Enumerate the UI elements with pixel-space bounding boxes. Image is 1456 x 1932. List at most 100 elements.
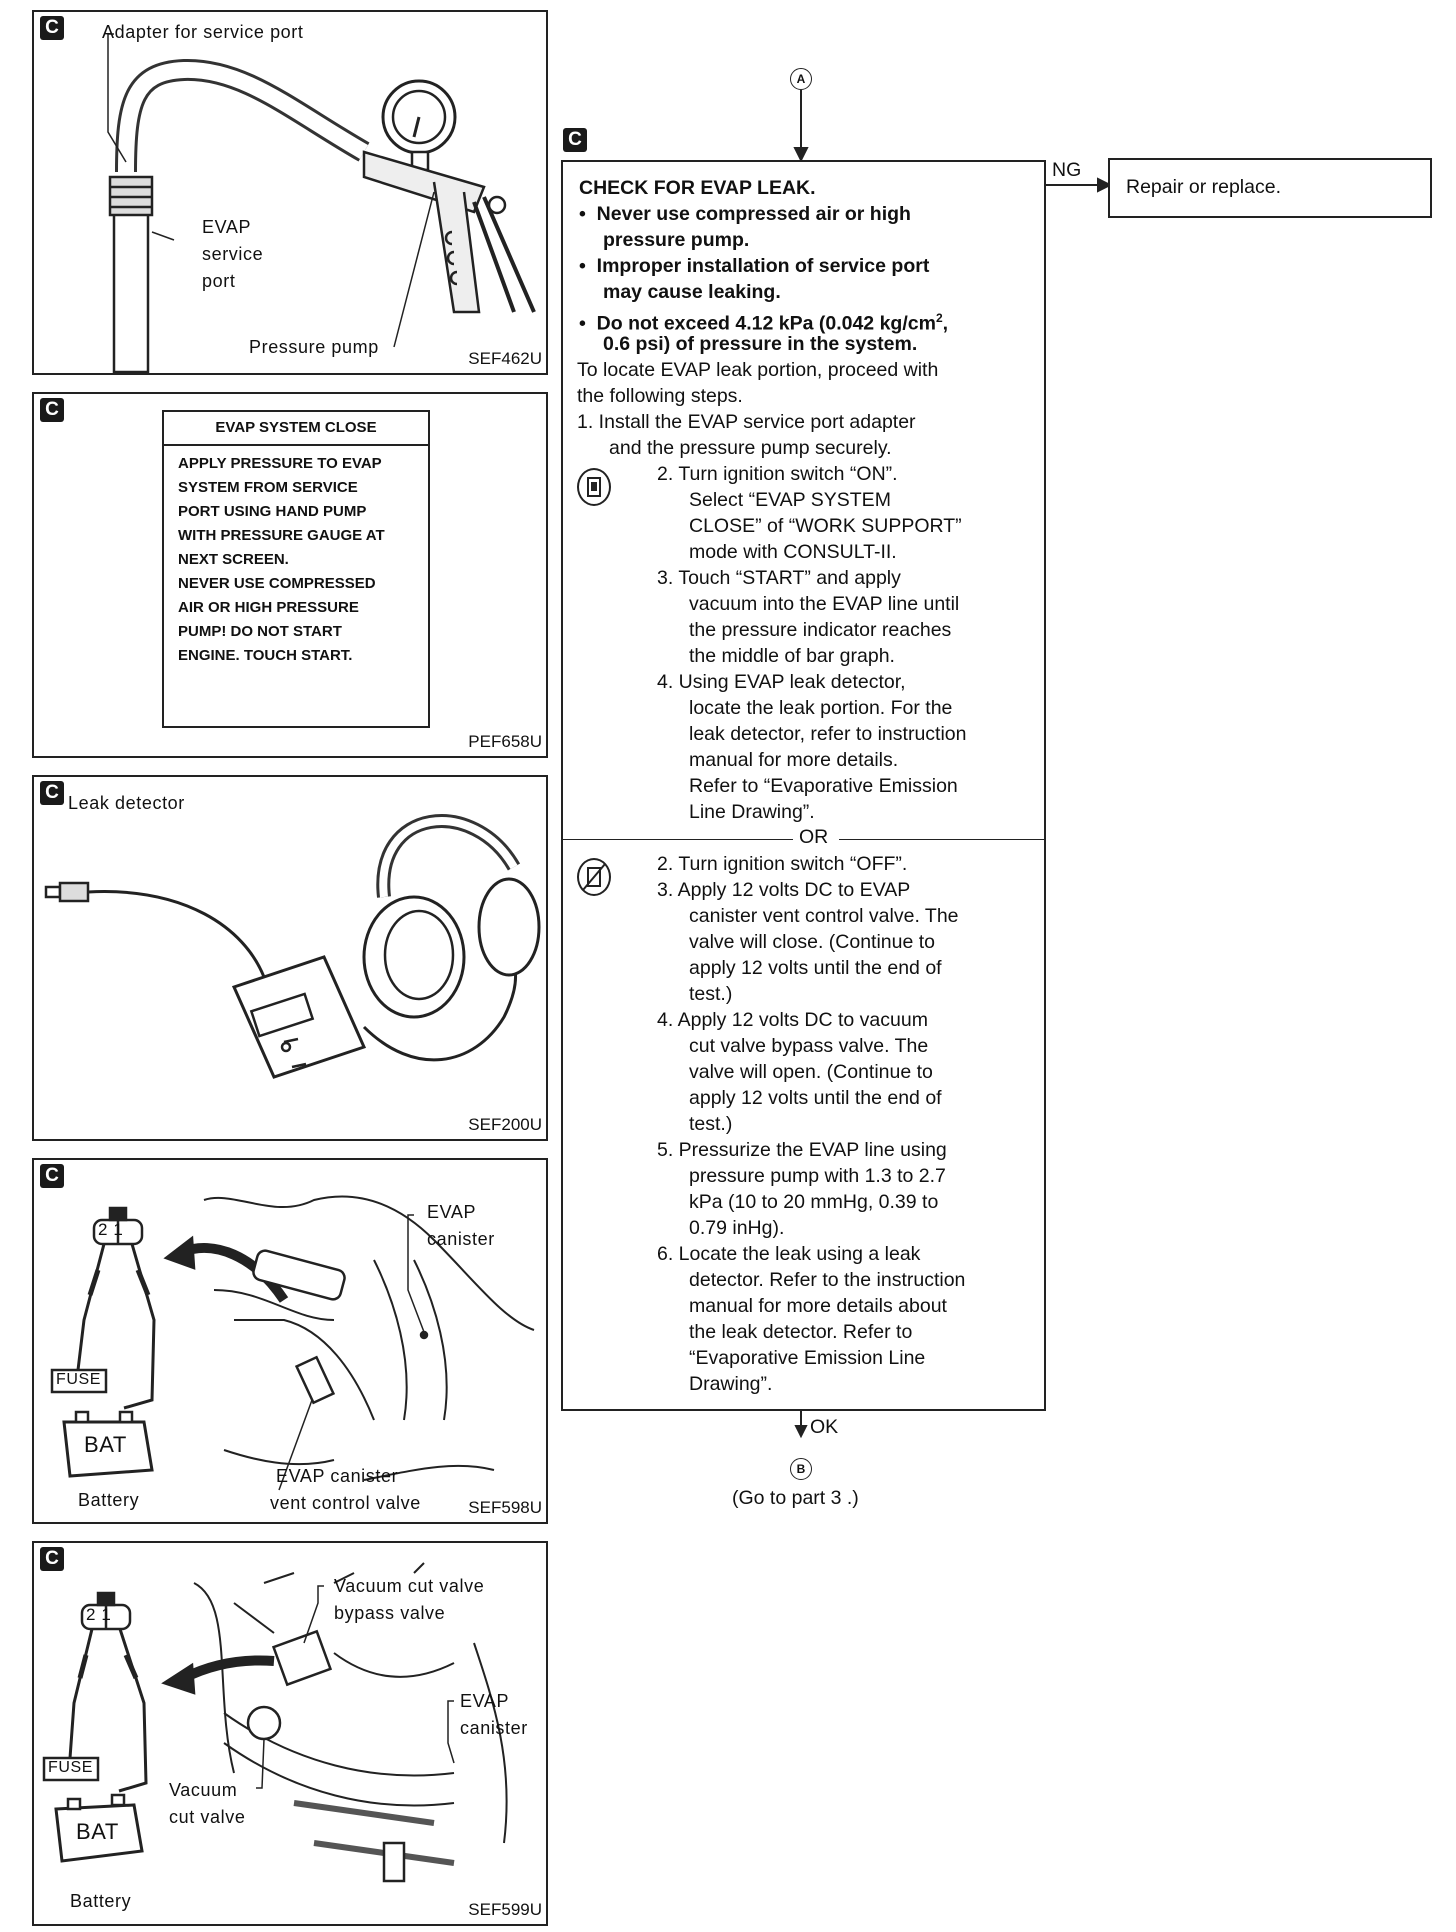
figure-code: SEF200U bbox=[468, 1115, 542, 1134]
step-1-cont: and the pressure pump securely. bbox=[609, 437, 892, 459]
section-c-badge: C bbox=[40, 1164, 64, 1188]
manual-step-4-cont: test.) bbox=[689, 1113, 733, 1135]
pressure-pump-label: Pressure pump bbox=[249, 337, 379, 357]
or-divider-right bbox=[839, 839, 1044, 840]
evap-canister-label-1: EVAP bbox=[427, 1202, 477, 1222]
illustration-consult-screen: C EVAP SYSTEM CLOSE APPLY PRESSURE TO EV… bbox=[32, 392, 548, 758]
connector-a: A bbox=[790, 68, 812, 90]
consult-step-3: 3. Touch “START” and apply bbox=[657, 567, 901, 589]
consult-step-2-cont: Select “EVAP SYSTEM bbox=[689, 489, 891, 511]
illustration-leak-detector: C Leak detector SEF200U bbox=[32, 775, 548, 1141]
consult-step-4-cont: Refer to “Evaporative Emission bbox=[689, 775, 958, 797]
ok-label: OK bbox=[810, 1416, 839, 1438]
section-c-badge: C bbox=[40, 781, 64, 805]
connector-pin-label: 2 1 bbox=[98, 1220, 124, 1239]
vent-valve-label-2: vent control valve bbox=[270, 1493, 421, 1513]
vacuum-cut-valve-label-2: cut valve bbox=[169, 1807, 246, 1827]
screen-line: PORT USING HAND PUMP bbox=[178, 503, 367, 520]
or-label: OR bbox=[799, 826, 829, 848]
manual-step-5: 5. Pressurize the EVAP line using bbox=[657, 1139, 947, 1161]
manual-step-4-cont: cut valve bypass valve. The bbox=[689, 1035, 929, 1057]
bypass-valve-label-1: Vacuum cut valve bbox=[334, 1576, 485, 1596]
manual-step-3-cont: canister vent control valve. The bbox=[689, 905, 959, 927]
manual-step-6: 6. Locate the leak using a leak bbox=[657, 1243, 921, 1265]
manual-step-3-cont: valve will close. (Continue to bbox=[689, 931, 936, 953]
consult-step-2-cont: mode with CONSULT-II. bbox=[689, 541, 897, 563]
or-divider-left bbox=[563, 839, 793, 840]
manual-step-3-cont: test.) bbox=[689, 983, 733, 1005]
evap-port-label-3: port bbox=[202, 271, 236, 291]
figure-code: SEF462U bbox=[468, 349, 542, 368]
screen-line: SYSTEM FROM SERVICE bbox=[178, 479, 358, 496]
manual-step-4-cont: apply 12 volts until the end of bbox=[689, 1087, 942, 1109]
battery-label: Battery bbox=[78, 1490, 140, 1510]
intro-line: To locate EVAP leak portion, proceed wit… bbox=[577, 359, 939, 381]
consult-step-2-cont: CLOSE” of “WORK SUPPORT” bbox=[689, 515, 962, 537]
vacuum-cut-valve-label-1: Vacuum bbox=[169, 1780, 238, 1800]
battery-bat-label: BAT bbox=[76, 1819, 119, 1844]
manual-step-6-cont: Drawing”. bbox=[689, 1373, 773, 1395]
battery-bat-label: BAT bbox=[84, 1432, 127, 1457]
illustration-pressure-pump: C Adapter for service port bbox=[32, 10, 548, 375]
ng-label: NG bbox=[1052, 159, 1082, 181]
repair-replace-text: Repair or replace. bbox=[1126, 176, 1281, 198]
fuse-label: FUSE bbox=[48, 1759, 94, 1776]
screen-line: NEXT SCREEN. bbox=[178, 551, 289, 568]
illustration-bypass-valve: C bbox=[32, 1541, 548, 1926]
bullet-1-cont: pressure pump. bbox=[603, 229, 750, 251]
figure-code: SEF598U bbox=[468, 1498, 542, 1517]
manual-step-3: 3. Apply 12 volts DC to EVAP bbox=[657, 879, 911, 901]
evap-canister-label-2: canister bbox=[460, 1718, 528, 1738]
consult-step-4-cont: leak detector, refer to instruction bbox=[689, 723, 967, 745]
pressure-pump-drawing bbox=[107, 33, 536, 373]
check-evap-leak-box: CHECK FOR EVAP LEAK. • Never use compres… bbox=[561, 160, 1046, 1411]
figure-code: SEF599U bbox=[468, 1900, 542, 1919]
repair-replace-box: Repair or replace. bbox=[1108, 158, 1432, 218]
evap-port-label-2: service bbox=[202, 244, 264, 264]
connector-b: B bbox=[790, 1458, 812, 1480]
fuse-label: FUSE bbox=[56, 1371, 102, 1388]
leak-detector-title: Leak detector bbox=[68, 793, 185, 813]
screen-line: ENGINE. TOUCH START. bbox=[178, 647, 353, 664]
screen-line: APPLY PRESSURE TO EVAP bbox=[178, 455, 382, 472]
connector-pin-label: 2 1 bbox=[86, 1605, 112, 1624]
manual-step-6-cont: the leak detector. Refer to bbox=[689, 1321, 913, 1343]
bullet-3: • Do not exceed 4.12 kPa (0.042 kg/cm2, bbox=[579, 311, 949, 335]
bullet-2: • Improper installation of service port bbox=[579, 255, 930, 277]
consult-step-4: 4. Using EVAP leak detector, bbox=[657, 671, 906, 693]
manual-step-4: 4. Apply 12 volts DC to vacuum bbox=[657, 1009, 928, 1031]
screen-line: WITH PRESSURE GAUGE AT bbox=[178, 527, 385, 544]
bullet-3-cont: 0.6 psi) of pressure in the system. bbox=[603, 333, 918, 355]
bypass-valve-drawing bbox=[42, 1562, 508, 1883]
section-c-badge: C bbox=[563, 128, 587, 152]
adapter-label: Adapter for service port bbox=[102, 22, 304, 42]
manual-step-5-cont: 0.79 inHg). bbox=[689, 1217, 785, 1239]
section-c-badge: C bbox=[40, 398, 64, 422]
screen-line: PUMP! DO NOT START bbox=[178, 623, 342, 640]
figure-code: PEF658U bbox=[468, 732, 542, 751]
bullet-2-cont: may cause leaking. bbox=[603, 281, 781, 303]
manual-step-2: 2. Turn ignition switch “OFF”. bbox=[657, 853, 908, 875]
manual-step-4-cont: valve will open. (Continue to bbox=[689, 1061, 933, 1083]
evap-canister-label-1: EVAP bbox=[460, 1691, 510, 1711]
check-heading: CHECK FOR EVAP LEAK. bbox=[579, 177, 816, 199]
step-1: 1. Install the EVAP service port adapter bbox=[577, 411, 916, 433]
consult-step-3-cont: vacuum into the EVAP line until bbox=[689, 593, 960, 615]
manual-step-5-cont: kPa (10 to 20 mmHg, 0.39 to bbox=[689, 1191, 939, 1213]
manual-step-6-cont: detector. Refer to the instruction bbox=[689, 1269, 966, 1291]
no-tools-mode-icon bbox=[577, 858, 611, 896]
manual-step-3-cont: apply 12 volts until the end of bbox=[689, 957, 942, 979]
evap-canister-label-2: canister bbox=[427, 1229, 495, 1249]
leak-detector-drawing bbox=[44, 814, 541, 1079]
section-c-badge: C bbox=[40, 16, 64, 40]
manual-step-5-cont: pressure pump with 1.3 to 2.7 bbox=[689, 1165, 946, 1187]
consult-step-4-cont: Line Drawing”. bbox=[689, 801, 815, 823]
manual-step-6-cont: manual for more details about bbox=[689, 1295, 947, 1317]
screen-title: EVAP SYSTEM CLOSE bbox=[164, 412, 428, 446]
consult-screen: EVAP SYSTEM CLOSE APPLY PRESSURE TO EVAP… bbox=[162, 410, 430, 728]
consult-mode-icon bbox=[577, 468, 611, 506]
manual-step-6-cont: “Evaporative Emission Line bbox=[689, 1347, 926, 1369]
go-to-part-3: (Go to part 3 .) bbox=[732, 1487, 859, 1509]
screen-line: NEVER USE COMPRESSED bbox=[178, 575, 376, 592]
consult-step-3-cont: the middle of bar graph. bbox=[689, 645, 895, 667]
